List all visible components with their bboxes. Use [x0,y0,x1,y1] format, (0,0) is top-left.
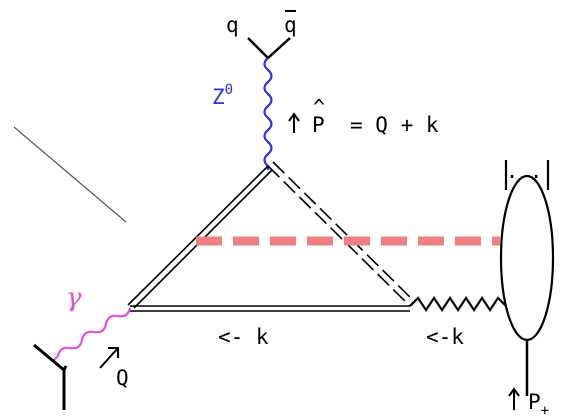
antiquark-label: q [284,13,297,37]
k-right-label: <-k [426,325,464,349]
z-boson-superscript: 0 [225,82,233,98]
k-bottom-label: <- k [218,325,269,349]
blob-top-lines [504,160,550,190]
p-hat-equation: = Q + k [350,113,439,137]
quark-label: q [226,13,239,37]
quark-vertex [247,37,291,59]
q-arrow-icon [99,347,119,369]
diagonal-line [13,126,127,223]
z-boson-propagator [263,57,273,170]
z-boson-symbol: Z [212,85,225,109]
p-plus-subscript: + [541,403,549,419]
p-plus-symbol: P [528,390,541,414]
hadron-blob [499,174,555,342]
p-plus-label: P+ [528,390,549,419]
zigzag-propagator [409,296,507,312]
z-boson-label: Z0 [212,82,233,109]
p-hat-accent: ^ [313,95,325,119]
blob-dots: . . [506,159,542,183]
photon-propagator [53,307,132,361]
gamma-label: γ [66,283,82,313]
p-plus-arrow-icon [508,387,520,410]
dashed-heavy-line [267,161,416,307]
p-hat-label: P [312,113,325,137]
up-arrow-icon [288,112,300,133]
electron-vertex [33,343,68,410]
photon-momentum-label: Q [116,366,129,390]
